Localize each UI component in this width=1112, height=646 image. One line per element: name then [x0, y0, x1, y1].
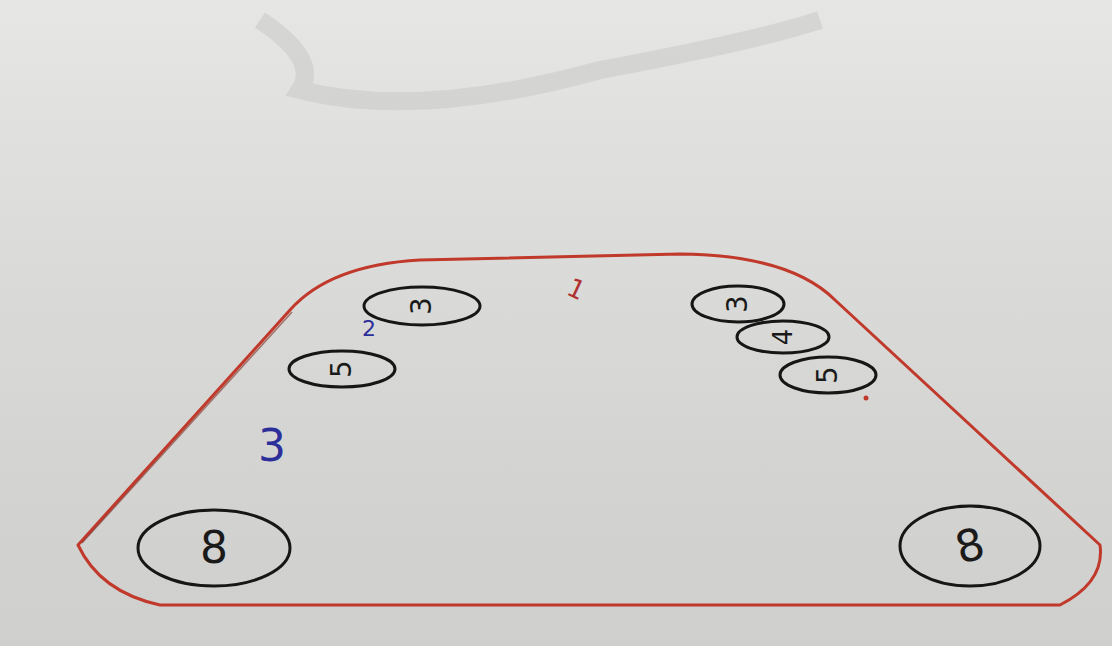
tooth-outline [900, 506, 1040, 586]
tooth-circle: 4 [735, 319, 831, 355]
arch-outline [78, 254, 1101, 605]
callout-number: 2 [362, 318, 376, 340]
tooth-circle: 8 [898, 504, 1042, 588]
tooth-circle: 3 [690, 284, 786, 324]
tooth-outline [364, 287, 480, 325]
tooth-number: 3 [408, 297, 436, 315]
tooth-number: 5 [814, 366, 842, 384]
tooth-number: 5 [328, 360, 356, 378]
tooth-number: 8 [951, 521, 989, 571]
arch-outline-shade [82, 312, 292, 543]
tooth-outline [289, 351, 395, 387]
tooth-number: 8 [200, 526, 228, 570]
tooth-number: 4 [770, 329, 796, 346]
tooth-number: 3 [724, 295, 752, 313]
tooth-circle: 3 [362, 285, 482, 327]
paper-crease [260, 20, 820, 101]
callout-number: 1 [563, 274, 589, 305]
tooth-circle: 5 [287, 349, 397, 389]
tooth-outline [692, 286, 784, 322]
tooth-circle: 5 [778, 355, 878, 395]
tooth-outline [780, 357, 876, 393]
tooth-outline [138, 510, 290, 586]
callout-number: 3 [258, 424, 286, 468]
tooth-circle: 8 [136, 508, 292, 588]
red-dot [864, 396, 869, 401]
tooth-outline [737, 321, 829, 353]
